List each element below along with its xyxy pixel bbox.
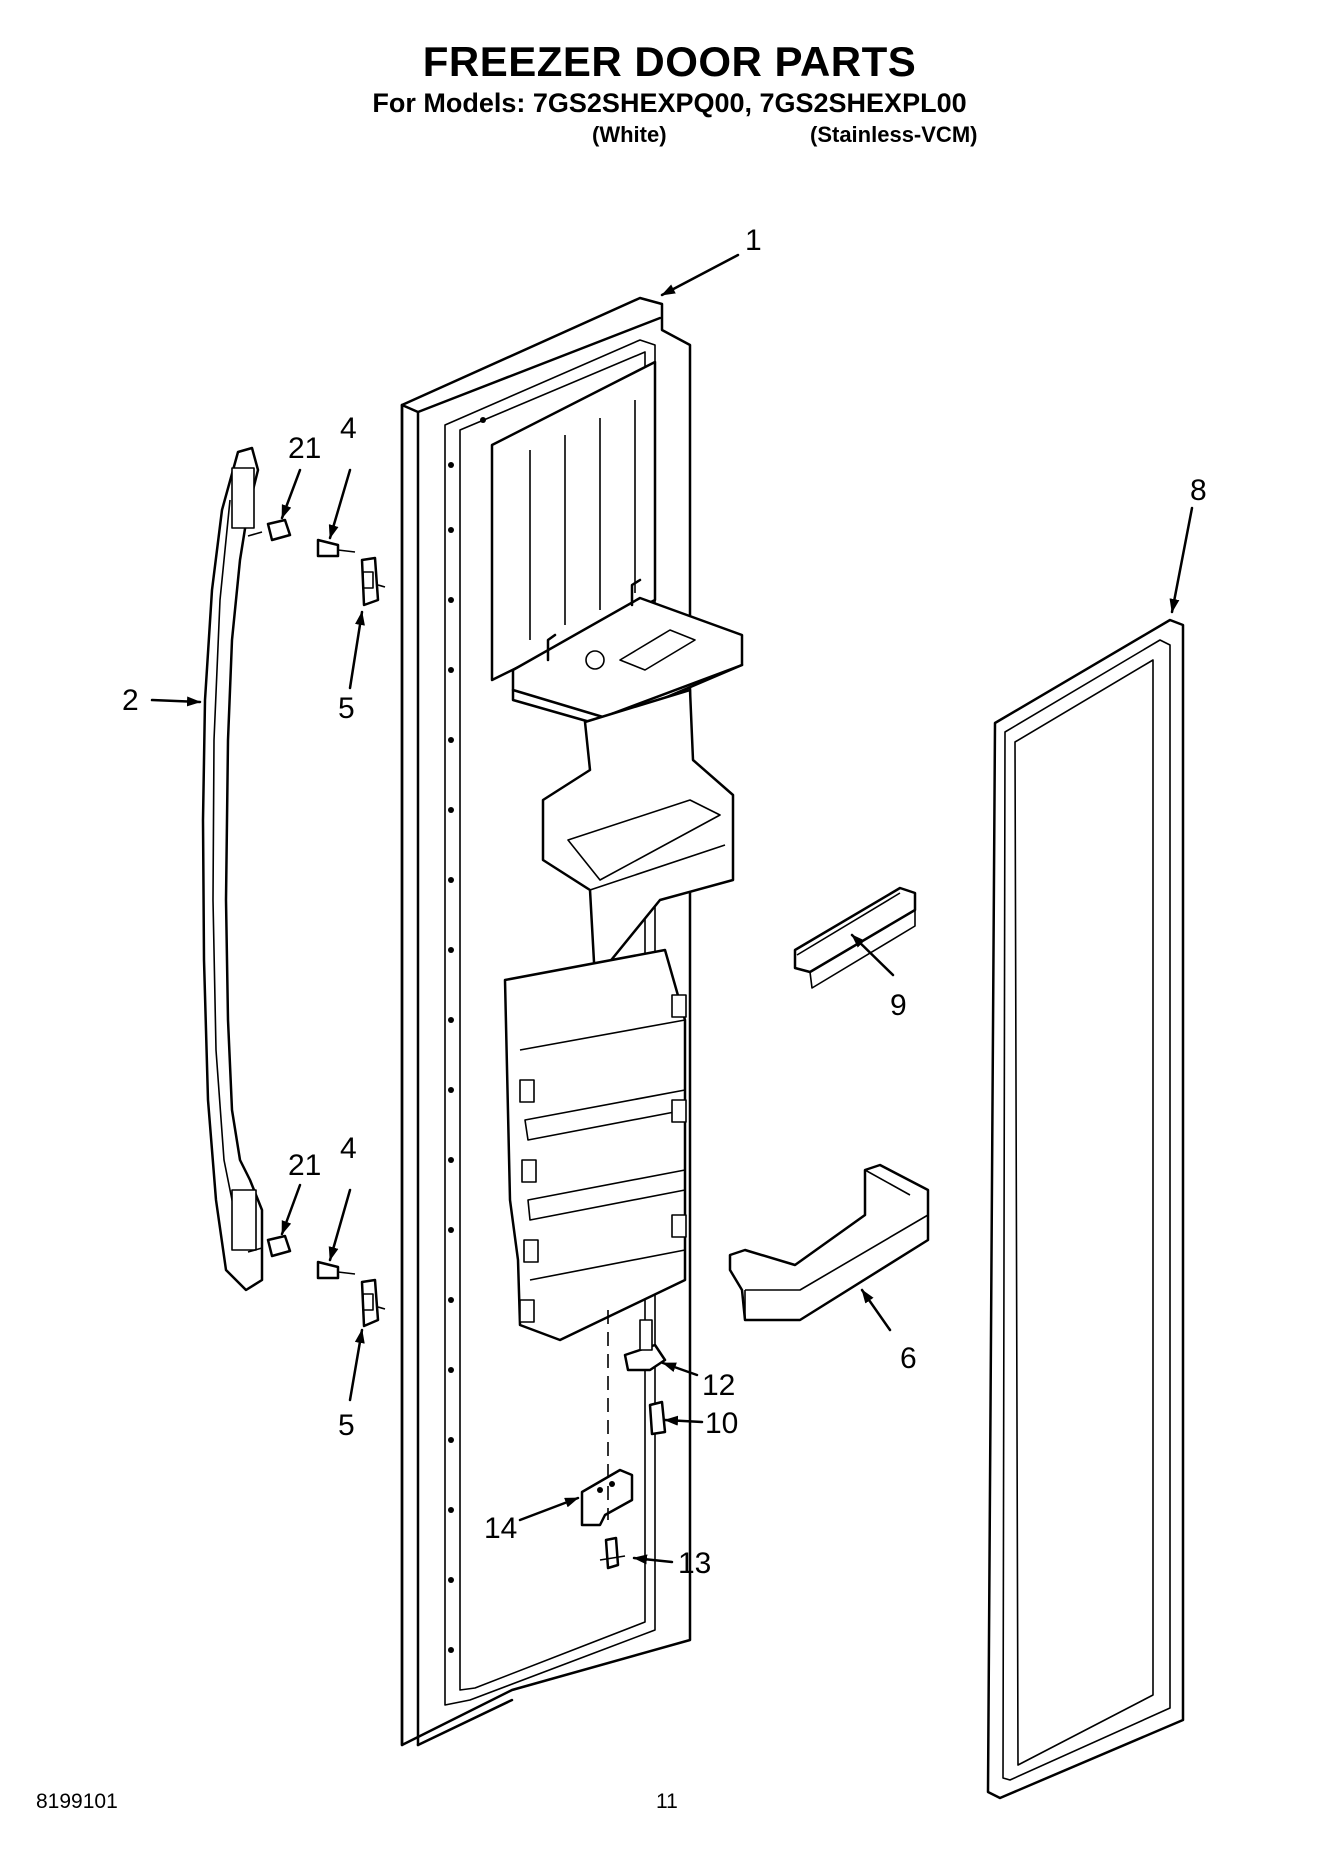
page-number: 11	[656, 1790, 678, 1813]
callout-1: 1	[745, 224, 762, 257]
callout-5-top: 5	[338, 692, 355, 725]
bottom-hinge-part	[580, 1468, 634, 1527]
handle-screw-top	[247, 518, 292, 542]
callout-5-bottom: 5	[338, 1409, 355, 1442]
callout-4-bottom: 4	[340, 1132, 357, 1165]
callout-6: 6	[900, 1342, 917, 1375]
hinge-bolt-part	[599, 1536, 626, 1570]
page-title: FREEZER DOOR PARTS	[422, 38, 917, 85]
callout-2: 2	[122, 684, 139, 717]
callout-8: 8	[1190, 474, 1207, 507]
door-bin-part	[728, 1163, 930, 1322]
handle-part	[201, 446, 264, 1292]
door-rivets	[448, 417, 486, 1653]
callout-10: 10	[705, 1407, 738, 1440]
gasket-part	[986, 618, 1185, 1800]
callout-12: 12	[702, 1369, 735, 1402]
trim-strip-part	[793, 886, 917, 989]
variant-stainless-label: (Stainless-VCM)	[810, 122, 978, 147]
callout-9: 9	[890, 989, 907, 1022]
callout-14: 14	[484, 1512, 517, 1545]
hinge-pin-part	[623, 1319, 667, 1372]
hinge-screw-part	[648, 1400, 667, 1436]
callout-21-bottom: 21	[288, 1149, 321, 1182]
models-line: For Models: 7GS2SHEXPQ00, 7GS2SHEXPL00	[372, 88, 967, 118]
leader-arrows	[150, 253, 1194, 1565]
callout-21-top: 21	[288, 432, 321, 465]
callout-4-top: 4	[340, 412, 357, 445]
mounting-screw-bottom	[316, 1260, 356, 1280]
callout-13: 13	[678, 1547, 711, 1580]
handle-screw-bottom	[247, 1234, 292, 1258]
freezer-door-part	[400, 296, 744, 1747]
mounting-screw-top	[316, 538, 356, 558]
clip-top	[360, 556, 386, 607]
clip-bottom	[360, 1278, 386, 1328]
variant-white-label: (White)	[592, 122, 667, 147]
document-number: 8199101	[36, 1790, 118, 1813]
